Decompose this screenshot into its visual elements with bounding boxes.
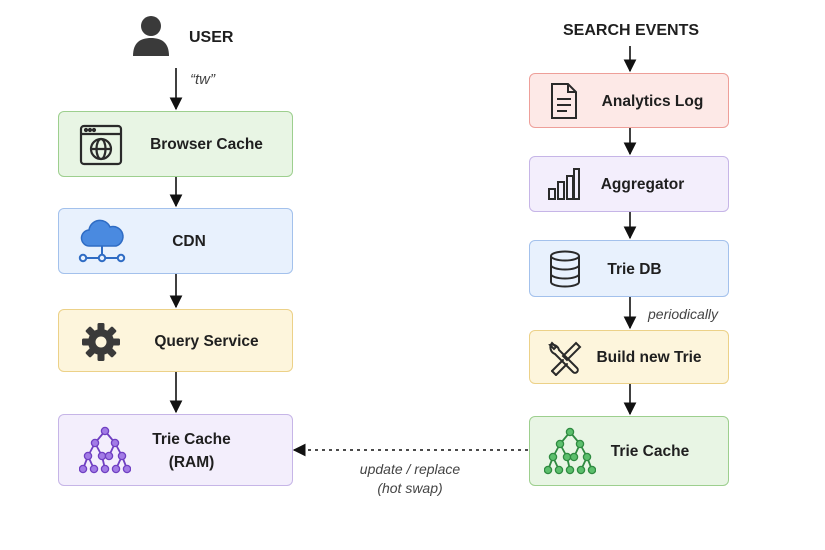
aggregator-node: Aggregator bbox=[529, 156, 729, 212]
cloud-network-icon bbox=[77, 218, 127, 266]
user-icon bbox=[131, 14, 171, 56]
browser-cache-label: Browser Cache bbox=[150, 136, 263, 153]
search-events-heading: SEARCH EVENTS bbox=[563, 22, 700, 39]
trie-cache-node: Trie Cache bbox=[529, 416, 729, 486]
build-new-trie-node: Build new Trie bbox=[529, 330, 729, 384]
trie-cache-ram-label-line1: Trie Cache bbox=[152, 431, 231, 448]
tree-icon bbox=[79, 425, 131, 475]
browser-cache-node: Browser Cache bbox=[58, 111, 293, 177]
trie-db-node: Trie DB bbox=[529, 240, 729, 297]
analytics-log-node: Analytics Log bbox=[529, 73, 729, 128]
trie-cache-label: Trie Cache bbox=[610, 443, 690, 460]
periodically-label: periodically bbox=[648, 306, 719, 322]
gear-icon bbox=[81, 322, 121, 362]
trie-cache-ram-label-line2: (RAM) bbox=[168, 454, 215, 471]
build-new-trie-label: Build new Trie bbox=[596, 349, 702, 366]
trie-cache-ram-node: Trie Cache (RAM) bbox=[58, 414, 293, 486]
cdn-node: CDN bbox=[58, 208, 293, 274]
aggregator-label: Aggregator bbox=[600, 176, 685, 193]
query-service-node: Query Service bbox=[58, 309, 293, 372]
hot-swap-label-line1: update / replace bbox=[359, 461, 461, 477]
tree-icon bbox=[544, 426, 596, 476]
analytics-log-label: Analytics Log bbox=[601, 93, 704, 110]
database-icon bbox=[548, 250, 582, 288]
document-icon bbox=[549, 82, 579, 120]
tools-icon bbox=[546, 339, 584, 377]
trie-db-label: Trie DB bbox=[607, 261, 662, 278]
browser-globe-icon bbox=[79, 123, 123, 167]
cdn-label: CDN bbox=[172, 233, 206, 250]
hot-swap-label-line2: (hot swap) bbox=[377, 480, 443, 496]
user-label: USER bbox=[189, 29, 234, 46]
query-label: “tw” bbox=[190, 71, 215, 88]
bar-chart-icon bbox=[547, 167, 581, 201]
query-service-label: Query Service bbox=[154, 333, 259, 350]
